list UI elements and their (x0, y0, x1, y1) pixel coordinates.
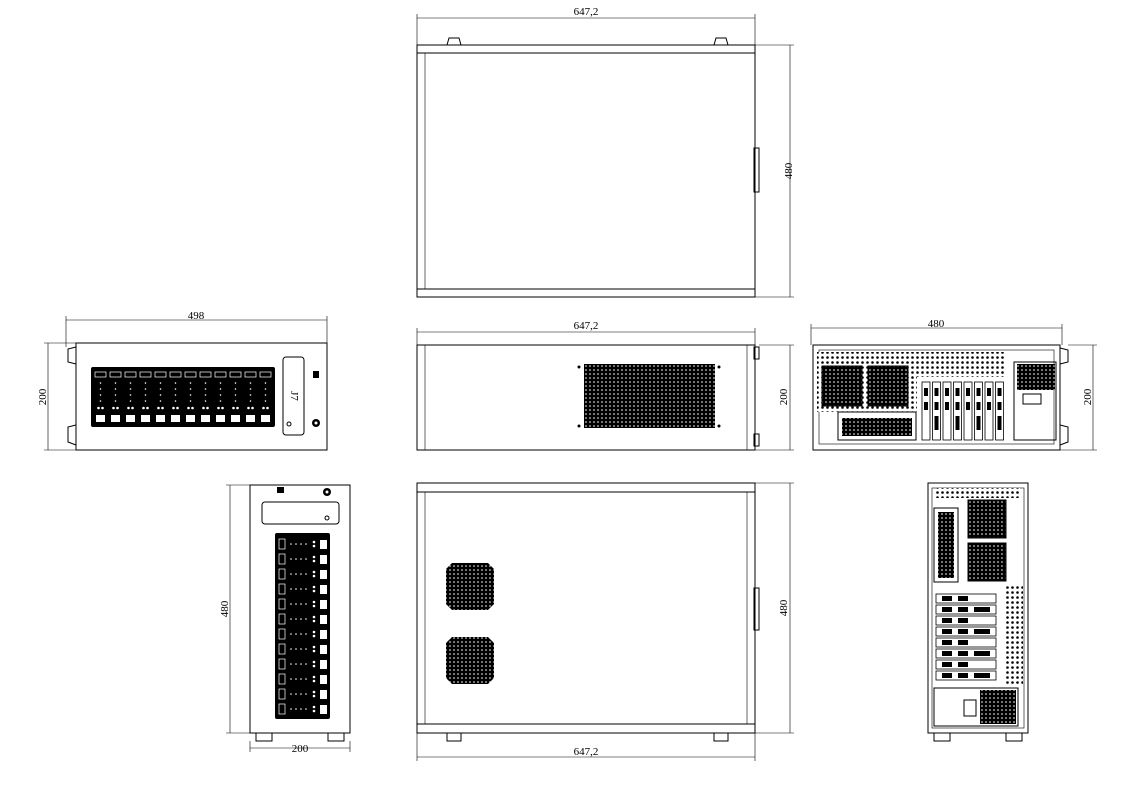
expansion-slot (935, 659, 997, 670)
expansion-slot (935, 615, 997, 626)
side-view: 647,2 200 (416, 320, 794, 451)
expansion-slot (995, 381, 1004, 441)
psu-vent (980, 690, 1016, 724)
expansion-slot (942, 381, 952, 441)
drive-bay (154, 371, 167, 422)
dimension-side-vertical-width: 647,2 (416, 733, 756, 761)
psu-vent (1017, 364, 1055, 390)
expansion-slot (974, 381, 983, 441)
dimension-label: 480 (219, 600, 231, 617)
dimension-label: 200 (37, 388, 49, 405)
drive-bay (278, 613, 327, 625)
drive-bay (278, 703, 327, 715)
front-view: J7 498 200 (37, 310, 328, 451)
panel-logo: J7 (288, 391, 300, 401)
expansion-slot (984, 381, 994, 441)
expansion-slot (935, 626, 997, 637)
dimension-side-vertical-height: 480 (755, 482, 794, 734)
expansion-slot (935, 604, 997, 615)
expansion-slot (935, 593, 997, 604)
drive-bay (278, 643, 327, 655)
dimension-label: 200 (1082, 388, 1094, 405)
rear-view: 480 200 (810, 318, 1097, 451)
expansion-slot (935, 637, 997, 648)
dimension-vertical-width: 200 (249, 741, 351, 755)
expansion-slot (921, 381, 931, 441)
dimension-label: 498 (188, 310, 205, 322)
dimension-label: 480 (928, 318, 945, 330)
fan-grille (867, 365, 909, 407)
drive-bay (278, 688, 327, 700)
vent-grille (584, 364, 715, 428)
side-view-vertical: 647,2 480 (416, 482, 794, 761)
front-view-vertical: 480 200 (219, 484, 351, 755)
dimension-side-height: 200 (755, 344, 794, 451)
dimension-label: 200 (778, 388, 790, 405)
expansion-slot (935, 670, 997, 681)
drive-bay (139, 371, 152, 422)
dimension-front-width: 498 (65, 310, 328, 347)
usb-port-icon (277, 487, 284, 493)
rear-view-vertical (927, 482, 1029, 742)
drive-bay (124, 371, 137, 422)
drive-bay (259, 371, 272, 422)
expansion-slot (953, 381, 962, 441)
drive-bay (278, 658, 327, 670)
drive-bay (278, 628, 327, 640)
drive-bay (278, 553, 327, 565)
dimension-label: 647,2 (574, 746, 599, 758)
drive-bay (278, 583, 327, 595)
usb-port-icon (313, 371, 319, 378)
drive-bay (278, 568, 327, 580)
drive-bay (199, 371, 212, 422)
dimension-label: 647,2 (574, 320, 599, 332)
dimension-rear-height: 200 (1060, 344, 1097, 451)
drive-bay (214, 371, 227, 422)
dimension-label: 480 (783, 162, 795, 179)
dimension-side-width: 647,2 (416, 320, 756, 345)
expansion-slot (932, 381, 941, 441)
expansion-slot (963, 381, 973, 441)
drive-bay (109, 371, 122, 422)
drive-bay (244, 371, 257, 422)
dimension-label: 200 (292, 743, 309, 755)
drive-bay (184, 371, 197, 422)
vent-grille (446, 563, 494, 610)
fan-grille (967, 499, 1007, 539)
dimension-top-width: 647,2 (416, 6, 756, 45)
expansion-slot (935, 648, 997, 659)
drive-bay (278, 673, 327, 685)
dimension-vertical-height: 480 (219, 484, 250, 734)
dimension-top-depth: 480 (755, 44, 795, 298)
drive-bay (169, 371, 182, 422)
top-view: 647,2 480 (416, 6, 795, 298)
vent-grille (446, 637, 494, 684)
dimension-label: 480 (778, 599, 790, 616)
drive-bay (229, 371, 242, 422)
fan-grille (821, 365, 863, 407)
dimension-rear-width: 480 (810, 318, 1063, 345)
drive-bay (278, 598, 327, 610)
dimension-label: 647,2 (574, 6, 599, 18)
dimension-front-height: 200 (37, 342, 76, 451)
drive-bay (278, 538, 327, 550)
fan-grille (967, 542, 1007, 582)
drive-bay (94, 371, 107, 422)
